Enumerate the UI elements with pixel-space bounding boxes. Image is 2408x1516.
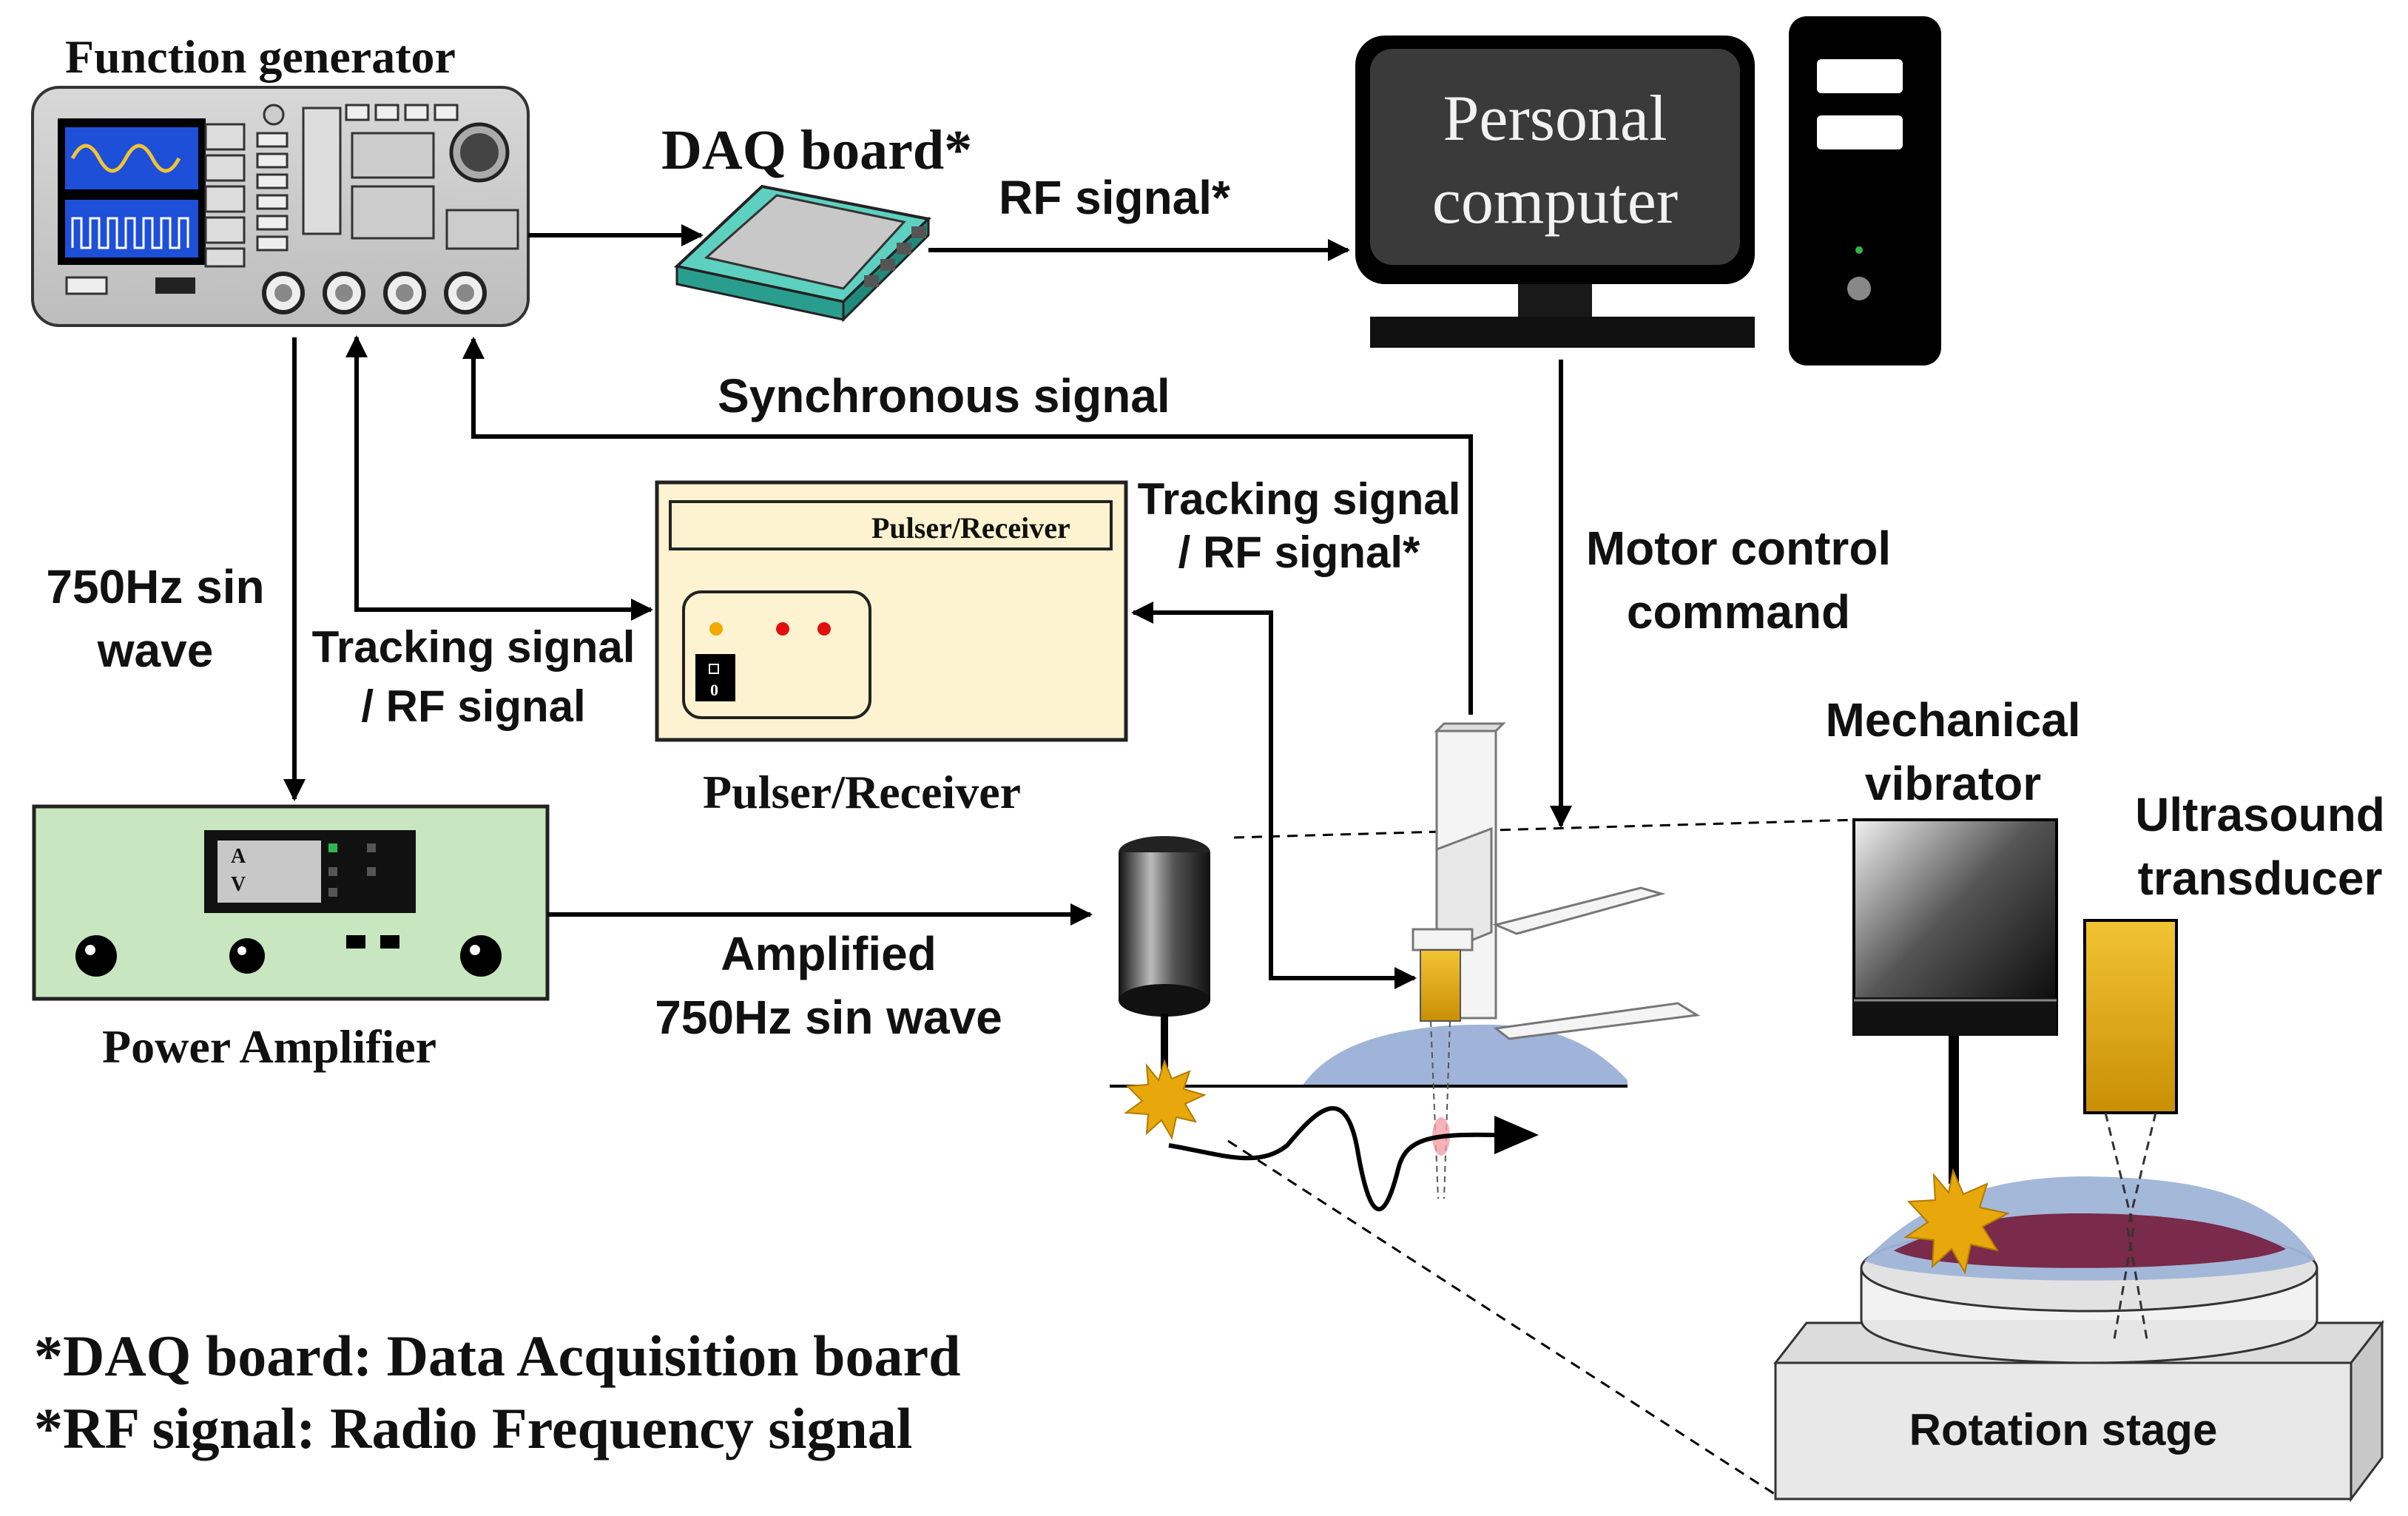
- personal-computer: [1355, 16, 1941, 365]
- callout-lines: [1227, 818, 1858, 1496]
- pulser-panel-label: Pulser/Receiver: [871, 511, 1070, 545]
- rf-signal-label: RF signal*: [999, 171, 1230, 224]
- daq-board-label: DAQ board*: [661, 119, 973, 181]
- ultrasound-transducer-label-line1: Ultrasound: [2135, 788, 2385, 841]
- power-amplifier: [32, 804, 550, 1001]
- ultrasound-transducer-label-line2: transducer: [2137, 852, 2383, 905]
- switch-zero-label: 0: [710, 681, 718, 699]
- pc-screen-label-line1: Personal: [1443, 83, 1667, 155]
- rotation-stage-label: Rotation stage: [1909, 1405, 2218, 1455]
- large-scene: [1773, 818, 2385, 1503]
- fg-pulser-tracking-arrow: [345, 335, 653, 621]
- tracking-signal-left-label-line1: Tracking signal: [311, 622, 635, 672]
- starburst-icon: [1903, 1168, 2010, 1275]
- amplified-signal-label-line1: Amplified: [721, 927, 937, 980]
- small-scene: [1110, 722, 1701, 1212]
- mechanical-vibrator-label-line1: Mechanical: [1825, 693, 2081, 747]
- footnote-daq: *DAQ board: Data Acquisition board: [34, 1324, 961, 1388]
- amplified-signal-label-line2: 750Hz sin wave: [655, 991, 1002, 1044]
- tracking-signal-left-label-line2: / RF signal: [361, 681, 586, 731]
- function-generator: [31, 86, 530, 327]
- synchronous-signal-arrow: [462, 337, 1473, 715]
- mechanical-vibrator-label-line2: vibrator: [1864, 757, 2042, 810]
- sin-wave-label-line1: 750Hz sin: [46, 560, 265, 613]
- daq-board: [673, 184, 932, 323]
- pulser-receiver-caption: Pulser/Receiver: [703, 766, 1021, 818]
- meter-v-label: V: [231, 873, 246, 896]
- synchronous-signal-label: Synchronous signal: [718, 369, 1170, 422]
- meter-a-label: A: [231, 845, 246, 868]
- tracking-signal-right-label-line2: / RF signal*: [1178, 528, 1420, 577]
- tracking-signal-right-label-line1: Tracking signal: [1137, 474, 1461, 524]
- connection-arrows: [283, 224, 1572, 989]
- function-generator-label: Function generator: [65, 30, 456, 83]
- motor-control-label-line2: command: [1626, 585, 1851, 639]
- pulser-transducer-arrow: [1131, 602, 1417, 989]
- power-amplifier-label: Power Amplifier: [102, 1020, 437, 1073]
- shear-wave-icon: [1168, 1106, 1495, 1212]
- square-trace-icon: [71, 217, 189, 249]
- pulser-receiver: [655, 480, 1128, 742]
- starburst-icon: [1124, 1059, 1207, 1140]
- pc-screen-label-line2: computer: [1431, 166, 1679, 237]
- footnote-rf: *RF signal: Radio Frequency signal: [34, 1396, 913, 1461]
- motor-control-label-line1: Motor control: [1585, 522, 1892, 575]
- sine-trace-icon: [70, 144, 181, 173]
- sin-wave-label-line2: wave: [97, 624, 214, 677]
